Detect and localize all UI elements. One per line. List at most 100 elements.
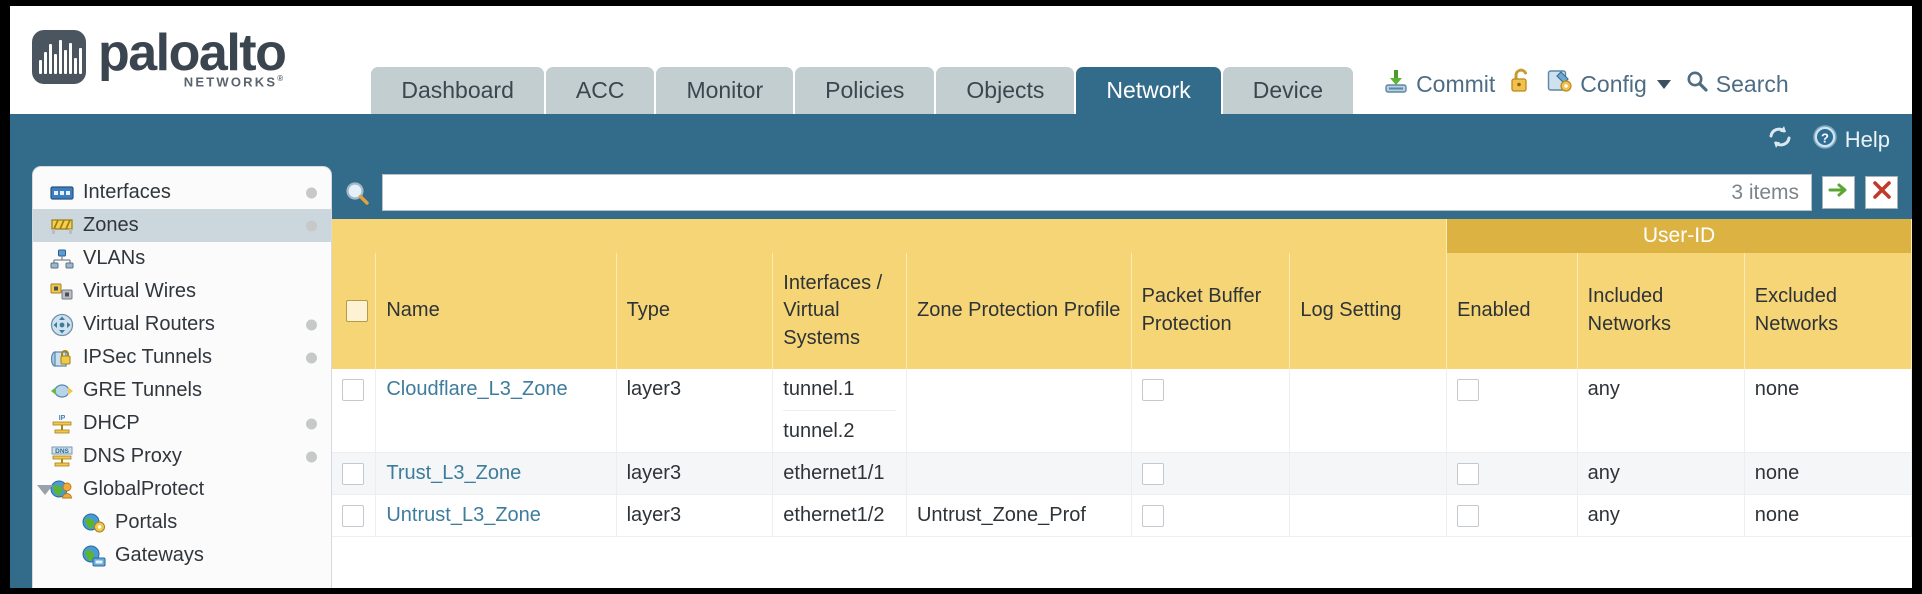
help-button[interactable]: ? Help bbox=[1812, 124, 1890, 156]
search-button[interactable]: Search bbox=[1685, 69, 1789, 99]
search-magnifier-icon bbox=[1685, 69, 1709, 99]
row-checkbox[interactable] bbox=[342, 462, 364, 485]
dhcp-icon: IP bbox=[49, 413, 75, 435]
cell-packet-buffer-protection bbox=[1131, 452, 1291, 495]
sidebar-label: GlobalProtect bbox=[83, 478, 205, 500]
sidebar-label: Interfaces bbox=[83, 181, 171, 203]
col-header-packet-buffer-protection[interactable]: Packet Buffer Protection bbox=[1131, 253, 1291, 369]
cell-interfaces: tunnel.1 tunnel.2 bbox=[772, 369, 907, 453]
cell-included-networks: any bbox=[1577, 369, 1745, 453]
sidebar-item-vlans[interactable]: VLANs bbox=[33, 242, 331, 275]
sidebar-item-virtual-routers[interactable]: Virtual Routers bbox=[33, 308, 331, 341]
zone-name-link[interactable]: Untrust_L3_Zone bbox=[386, 504, 541, 526]
tab-dashboard[interactable]: Dashboard bbox=[371, 66, 544, 114]
tab-objects[interactable]: Objects bbox=[936, 66, 1075, 114]
config-menu[interactable]: Config bbox=[1547, 68, 1671, 100]
row-select-cell bbox=[332, 452, 377, 495]
tab-policies[interactable]: Policies bbox=[795, 66, 935, 114]
zones-table: User-ID Name Type Interfaces / Virtual S… bbox=[332, 219, 1912, 537]
col-header-interfaces[interactable]: Interfaces / Virtual Systems bbox=[772, 253, 907, 369]
help-question-icon: ? bbox=[1812, 124, 1838, 156]
select-all-header bbox=[332, 253, 377, 369]
search-input[interactable]: 3 items bbox=[382, 174, 1812, 211]
userid-enabled-checkbox[interactable] bbox=[1457, 378, 1480, 401]
status-dot bbox=[306, 451, 317, 462]
filter-toolbar: 3 items bbox=[332, 166, 1912, 219]
cell-packet-buffer-protection bbox=[1131, 494, 1291, 537]
row-checkbox[interactable] bbox=[342, 504, 364, 527]
col-header-name[interactable]: Name bbox=[375, 253, 617, 369]
col-header-excluded-networks[interactable]: Excluded Networks bbox=[1744, 253, 1912, 369]
cell-interfaces: ethernet1/1 bbox=[772, 452, 907, 495]
sidebar-item-zones[interactable]: Zones bbox=[33, 209, 331, 242]
svg-text:DNS: DNS bbox=[55, 448, 69, 455]
table-row[interactable]: Trust_L3_Zone layer3 ethernet1/1 bbox=[332, 452, 1912, 495]
cell-zone-protection-profile: Untrust_Zone_Prof bbox=[906, 494, 1132, 537]
chevron-down-icon[interactable] bbox=[1656, 79, 1671, 89]
top-header-bar: paloalto NETWORKS® Dashboard ACC Monitor… bbox=[10, 6, 1912, 114]
brand-logo[interactable]: paloalto NETWORKS® bbox=[10, 27, 287, 114]
table-row[interactable]: Untrust_L3_Zone layer3 ethernet1/2 Untru… bbox=[332, 494, 1912, 537]
apply-filter-button[interactable] bbox=[1822, 176, 1855, 209]
sub-toolbar: ? Help bbox=[10, 114, 1912, 166]
sidebar-item-interfaces[interactable]: Interfaces bbox=[33, 176, 331, 209]
items-count: 3 items bbox=[1731, 180, 1799, 204]
sidebar-item-dhcp[interactable]: IP DHCP bbox=[33, 407, 331, 440]
sidebar-label: Gateways bbox=[115, 544, 204, 566]
sidebar-label: Virtual Routers bbox=[83, 313, 215, 335]
sidebar-item-gateways[interactable]: Gateways bbox=[33, 539, 331, 572]
col-header-type[interactable]: Type bbox=[616, 253, 774, 369]
zone-name-link[interactable]: Trust_L3_Zone bbox=[386, 462, 522, 484]
col-header-included-networks[interactable]: Included Networks bbox=[1577, 253, 1745, 369]
cell-userid-enabled bbox=[1446, 452, 1578, 495]
tab-acc[interactable]: ACC bbox=[545, 66, 655, 114]
tab-monitor[interactable]: Monitor bbox=[656, 66, 794, 114]
sidebar-item-ipsec-tunnels[interactable]: IPSec Tunnels bbox=[33, 341, 331, 374]
userid-enabled-checkbox[interactable] bbox=[1457, 504, 1480, 527]
sidebar-item-globalprotect[interactable]: GlobalProtect bbox=[33, 473, 331, 506]
userid-enabled-checkbox[interactable] bbox=[1457, 462, 1480, 485]
sidebar-item-dns-proxy[interactable]: DNS DNS Proxy bbox=[33, 440, 331, 473]
tab-device[interactable]: Device bbox=[1222, 66, 1354, 114]
expand-collapse-triangle-icon[interactable] bbox=[37, 484, 53, 495]
table-row[interactable]: Cloudflare_L3_Zone layer3 tunnel.1 tunne… bbox=[332, 369, 1912, 453]
col-header-zone-protection-profile[interactable]: Zone Protection Profile bbox=[906, 253, 1132, 369]
refresh-button[interactable] bbox=[1766, 124, 1794, 156]
network-sidebar: Interfaces Zones bbox=[32, 166, 332, 588]
clear-filter-button[interactable] bbox=[1865, 176, 1898, 209]
cell-excluded-networks: none bbox=[1744, 452, 1912, 495]
search-magnifier-icon[interactable] bbox=[342, 178, 372, 208]
packet-buffer-protection-checkbox[interactable] bbox=[1141, 504, 1164, 527]
search-label: Search bbox=[1715, 70, 1789, 97]
cell-userid-enabled bbox=[1446, 494, 1578, 537]
commit-button[interactable]: Commit bbox=[1383, 68, 1495, 100]
select-all-checkbox[interactable] bbox=[346, 299, 368, 322]
zones-table-container: User-ID Name Type Interfaces / Virtual S… bbox=[332, 219, 1912, 588]
zone-name-link[interactable]: Cloudflare_L3_Zone bbox=[386, 378, 568, 400]
sidebar-item-gre-tunnels[interactable]: GRE Tunnels bbox=[33, 374, 331, 407]
clear-filter-x-icon bbox=[1871, 180, 1893, 205]
col-header-log-setting[interactable]: Log Setting bbox=[1289, 253, 1448, 369]
sidebar-item-virtual-wires[interactable]: Virtual Wires bbox=[33, 275, 331, 308]
zones-table-body: Cloudflare_L3_Zone layer3 tunnel.1 tunne… bbox=[332, 369, 1912, 537]
row-select-cell bbox=[332, 369, 377, 453]
cell-zone-protection-profile bbox=[906, 452, 1132, 495]
portals-icon bbox=[81, 512, 107, 534]
group-header-spacer bbox=[332, 219, 1448, 253]
packet-buffer-protection-checkbox[interactable] bbox=[1141, 462, 1164, 485]
lock-button[interactable] bbox=[1509, 68, 1533, 100]
virtual-wires-icon bbox=[49, 281, 75, 303]
packet-buffer-protection-checkbox[interactable] bbox=[1141, 378, 1164, 401]
commit-download-icon bbox=[1383, 68, 1409, 100]
group-header-row: User-ID bbox=[332, 219, 1912, 253]
sidebar-label: IPSec Tunnels bbox=[83, 346, 212, 368]
sidebar-item-portals[interactable]: Portals bbox=[33, 506, 331, 539]
row-checkbox[interactable] bbox=[342, 378, 364, 401]
tab-network[interactable]: Network bbox=[1076, 66, 1221, 114]
sidebar-label: GRE Tunnels bbox=[83, 379, 202, 401]
cell-zone-protection-profile bbox=[906, 369, 1132, 453]
cell-excluded-networks: none bbox=[1744, 369, 1912, 453]
help-label: Help bbox=[1844, 127, 1890, 152]
col-header-enabled[interactable]: Enabled bbox=[1446, 253, 1578, 369]
cell-log-setting bbox=[1289, 452, 1448, 495]
